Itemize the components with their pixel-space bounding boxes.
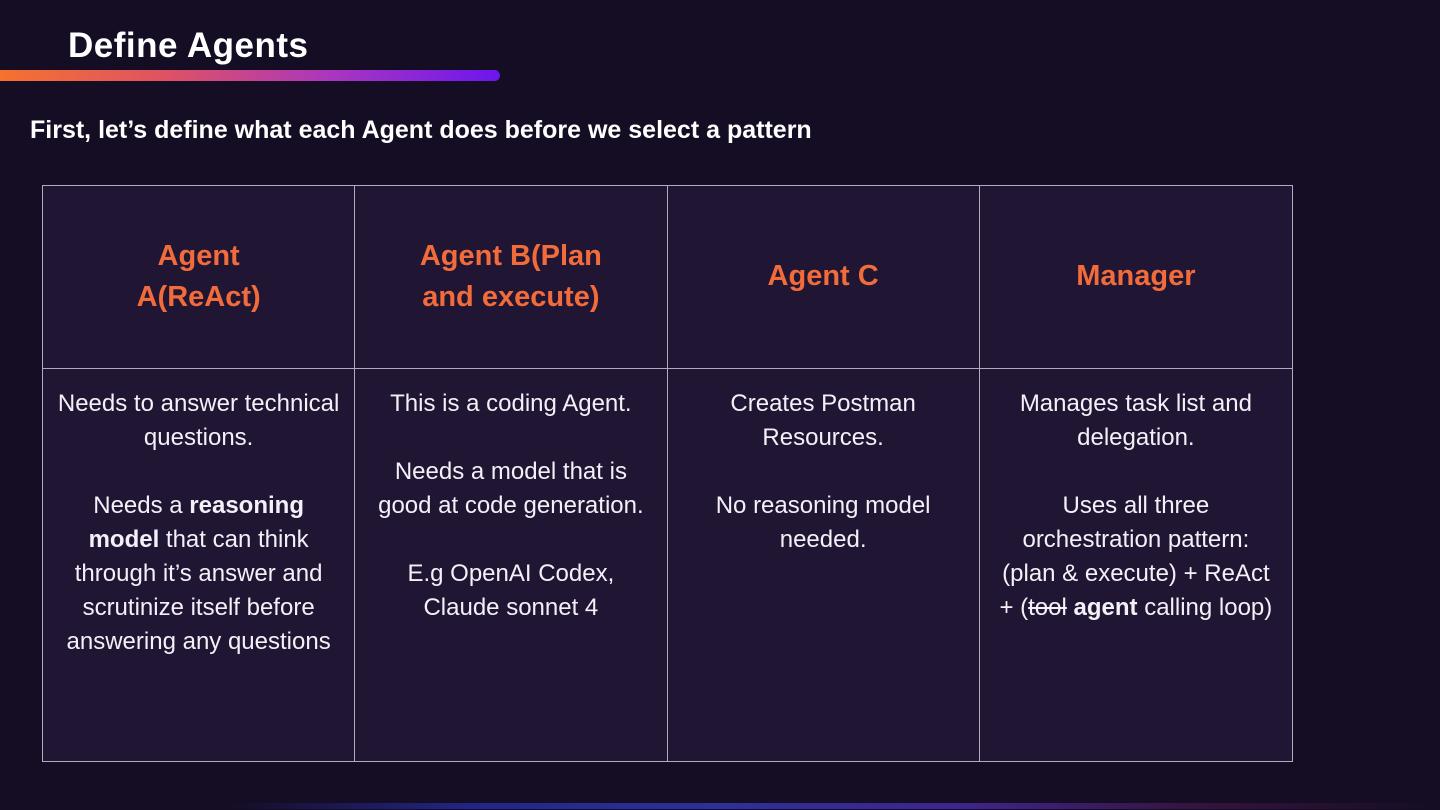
cell-paragraph: This is a coding Agent. — [390, 390, 632, 417]
cell-paragraph: Manages task list and delegation. — [1019, 390, 1252, 451]
table-body-cell: Creates Postman Resources. No reasoning m… — [668, 369, 980, 761]
slide-title: Define Agents — [68, 26, 309, 65]
table-body-cell: This is a coding Agent. Needs a model tha… — [355, 369, 668, 761]
cell-paragraph: Needs a reasoning model that can think t… — [66, 492, 331, 655]
cell-paragraph: Needs a model that is good at code gener… — [378, 458, 644, 519]
table-header-cell: Manager — [979, 186, 1292, 369]
table-header-cell: Agent C — [667, 186, 980, 369]
slide-subtitle: First, let’s define what each Agent does… — [30, 116, 812, 144]
title-accent-bar — [0, 70, 500, 81]
bottom-accent-bar — [228, 803, 1440, 809]
cell-paragraph: Uses all three orchestration pattern: (p… — [999, 492, 1273, 621]
cell-paragraph: Creates Postman Resources. — [730, 390, 916, 451]
cell-paragraph: E.g OpenAI Codex, Claude sonnet 4 — [407, 560, 615, 621]
table-body-cell: Needs to answer technical questions. Need… — [43, 369, 356, 761]
table-header-cell: Agent A(ReAct) — [43, 186, 356, 369]
table-body-cell: Manages task list and delegation. Uses al… — [980, 369, 1292, 761]
cell-paragraph: Needs to answer technical questions. — [57, 390, 340, 451]
cell-paragraph: No reasoning model needed. — [715, 492, 931, 553]
agents-table: Agent A(ReAct)Agent B(Plan and execute)A… — [42, 185, 1293, 762]
table-header-cell: Agent B(Plan and execute) — [355, 186, 668, 369]
